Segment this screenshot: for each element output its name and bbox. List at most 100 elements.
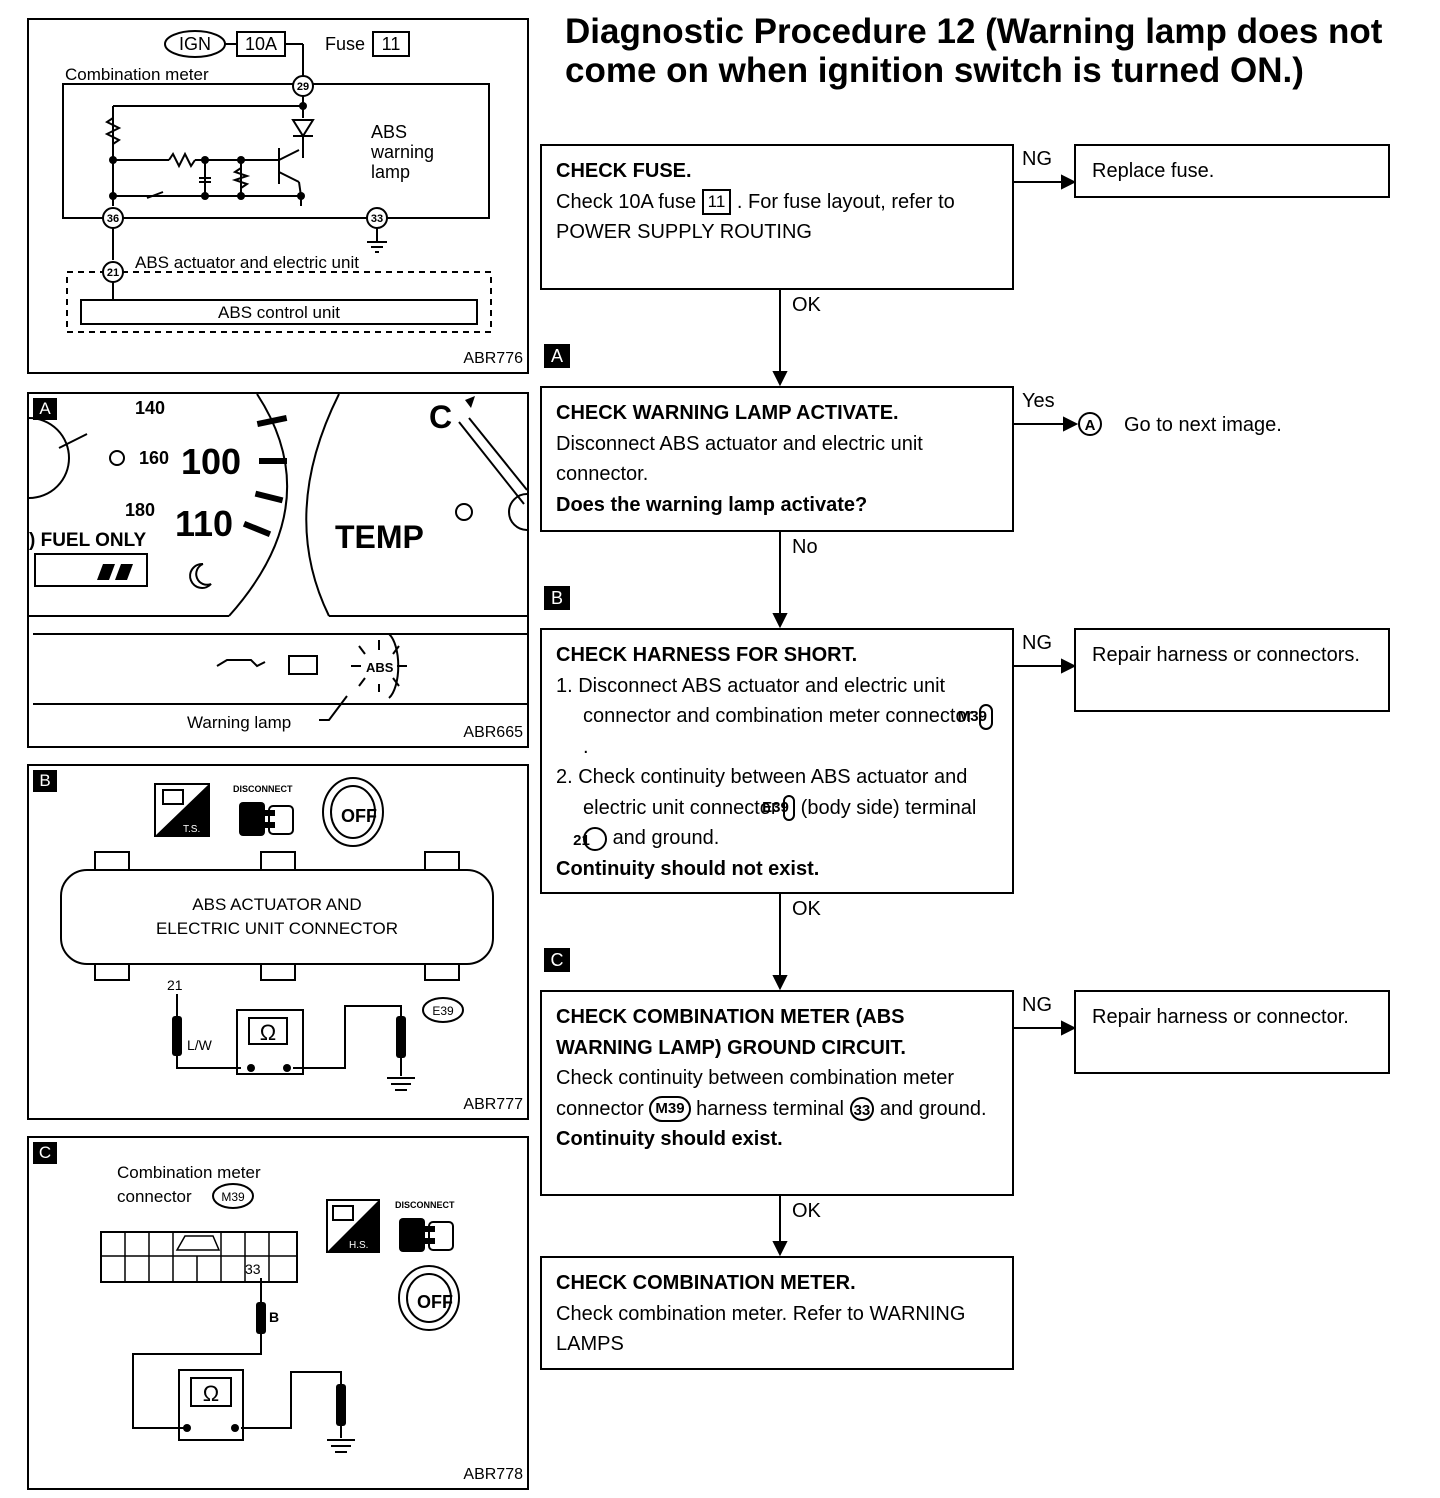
temp-label: TEMP — [335, 519, 424, 555]
connector-badge-m39: M39 — [958, 703, 993, 730]
meter-connector-illustration: Combination meter connector M39 33 H.S. — [100, 1163, 460, 1453]
speed-140: 140 — [135, 398, 165, 418]
figure-code: ABR665 — [463, 724, 523, 741]
panel-b-tag: B — [33, 770, 57, 792]
step-item-1: 1. Disconnect ABS actuator and electric … — [556, 671, 998, 763]
result-replace-fuse: Replace fuse. — [1074, 144, 1390, 198]
step-check-combination-meter: CHECK COMBINATION METER. Check combinati… — [540, 1256, 1014, 1370]
fuse-number: 11 — [382, 34, 401, 54]
branch-label-ok: OK — [792, 898, 821, 920]
step-heading: CHECK COMBINATION METER. — [556, 1272, 856, 1294]
step-check-warning-lamp: CHECK WARNING LAMP ACTIVATE. Disconnect … — [540, 386, 1014, 532]
result-repair-harness: Repair harness or connectors. — [1074, 628, 1390, 712]
circuit-schematic: IGN 10A Fuse 11 Combination meter ABS wa… — [62, 30, 492, 333]
panel-a-meter: 140 160 100 180 110 ) FUEL ONLY TEMP C A… — [27, 392, 529, 748]
connector-id-m39: M39 — [221, 1190, 245, 1204]
step-question: Does the warning lamp activate? — [556, 493, 868, 516]
step-heading: CHECK COMBINATION METER (ABS WARNING LAM… — [556, 1006, 906, 1059]
result-repair-connector: Repair harness or connector. — [1074, 990, 1390, 1074]
off-label: OFF — [417, 1292, 453, 1312]
step-check-fuse: CHECK FUSE. Check 10A fuse 11 . For fuse… — [540, 144, 1014, 290]
goto-next-image: Go to next image. — [1124, 414, 1282, 436]
wire-color-label: B — [269, 1309, 279, 1325]
abs-lamp-text: ABS — [366, 660, 394, 675]
connector-label-line2: connector — [117, 1187, 192, 1206]
combination-meter-label: Combination meter — [65, 65, 209, 84]
page-title: Diagnostic Procedure 12 (Warning lamp do… — [565, 12, 1383, 90]
speed-160: 160 — [139, 448, 169, 468]
panel-c-tag: C — [33, 1142, 57, 1164]
fuse-label: Fuse — [325, 34, 365, 54]
goto-marker-a: A — [1078, 412, 1102, 436]
connector-title-line1: ABS ACTUATOR AND — [192, 895, 361, 914]
connector-badge-m39: M39 — [649, 1096, 691, 1123]
terminal-33: 33 — [371, 213, 383, 225]
step-heading: CHECK HARNESS FOR SHORT. — [556, 644, 858, 666]
circuit-diagram-panel: IGN 10A Fuse 11 Combination meter ABS wa… — [27, 18, 529, 374]
test-probe-icon: T.S. — [154, 783, 210, 837]
lamp-label-3: lamp — [371, 162, 410, 182]
fuse-number-box: 11 — [701, 189, 732, 216]
branch-label-ok: OK — [792, 1200, 821, 1222]
branch-label-yes: Yes — [1022, 390, 1055, 412]
item-text: (body side) terminal — [800, 796, 977, 819]
figure-code: ABR778 — [463, 1466, 523, 1483]
disconnect-label: DISCONNECT — [233, 784, 293, 794]
result-text: Replace fuse. — [1092, 160, 1215, 182]
disconnect-label: DISCONNECT — [395, 1200, 455, 1210]
terminal-21-label: 21 — [167, 977, 183, 993]
branch-label-ng: NG — [1022, 148, 1052, 170]
speed-100: 100 — [181, 441, 241, 482]
lamp-label-1: ABS — [371, 122, 407, 142]
step-conclusion: Continuity should exist. — [556, 1128, 783, 1150]
ignition-off-icon: OFF — [322, 777, 384, 847]
ts-label: T.S. — [183, 824, 200, 835]
branch-label-no: No — [792, 536, 818, 558]
figure-code: ABR777 — [463, 1096, 523, 1113]
marker-a: A — [544, 344, 570, 368]
speed-110: 110 — [175, 503, 233, 544]
step-conclusion: Continuity should not exist. — [556, 857, 820, 880]
panel-c-connector: Combination meter connector M39 33 H.S. — [27, 1136, 529, 1490]
result-text: Repair harness or connector. — [1092, 1006, 1349, 1028]
marker-c: C — [544, 948, 570, 972]
connector-title-line2: ELECTRIC UNIT CONNECTOR — [156, 919, 398, 938]
figure-code: ABR776 — [463, 350, 523, 367]
fuel-only-text: ) FUEL ONLY — [29, 530, 147, 551]
step-heading: CHECK WARNING LAMP ACTIVATE. — [556, 402, 899, 424]
disconnect-icon: DISCONNECT — [395, 1200, 455, 1252]
actuator-connector-illustration: T.S. DISCONNECT OFF — [60, 777, 494, 1091]
marker-b: B — [544, 586, 570, 610]
terminal-33-label: 33 — [245, 1261, 261, 1277]
ohm-symbol: Ω — [260, 1020, 276, 1045]
step-text: Check continuity between combination met… — [556, 1067, 954, 1120]
step-check-harness-short: CHECK HARNESS FOR SHORT. 1. Disconnect A… — [540, 628, 1014, 894]
terminal-badge-33: 33 — [849, 1097, 875, 1122]
branch-label-ng: NG — [1022, 632, 1052, 654]
step-text: Disconnect ABS actuator and electric uni… — [556, 432, 923, 486]
branch-label-ok: OK — [792, 294, 821, 316]
lamp-label-2: warning — [370, 142, 434, 162]
terminal-29: 29 — [297, 81, 309, 93]
connector-label-line1: Combination meter — [117, 1163, 261, 1182]
ignition-off-icon: OFF — [398, 1265, 460, 1331]
speed-180: 180 — [125, 500, 155, 520]
item-text: 1. Disconnect ABS actuator and electric … — [556, 674, 974, 728]
terminal-21: 21 — [107, 267, 119, 279]
step-check-ground-circuit: CHECK COMBINATION METER (ABS WARNING LAM… — [540, 990, 1014, 1196]
step-item-2: 2. Check continuity between ABS actuator… — [556, 762, 998, 854]
control-unit-label: ABS control unit — [218, 303, 340, 322]
ign-label: IGN — [179, 34, 211, 54]
terminal-36: 36 — [107, 213, 119, 225]
off-label: OFF — [341, 806, 377, 826]
ohm-symbol: Ω — [203, 1381, 219, 1406]
connector-id-e39: E39 — [432, 1004, 454, 1018]
step-text: . For fuse layout, refer to POWER SUPPLY… — [556, 190, 955, 244]
step-text: and ground. — [879, 1097, 987, 1120]
harness-probe-icon: H.S. — [326, 1199, 380, 1253]
connector-badge-e39: E39 — [762, 795, 796, 822]
fuse-rating: 10A — [245, 34, 277, 54]
warning-lamp-label: Warning lamp — [187, 713, 291, 732]
result-text: Repair harness or connectors. — [1092, 644, 1360, 666]
panel-a-tag: A — [33, 398, 57, 420]
